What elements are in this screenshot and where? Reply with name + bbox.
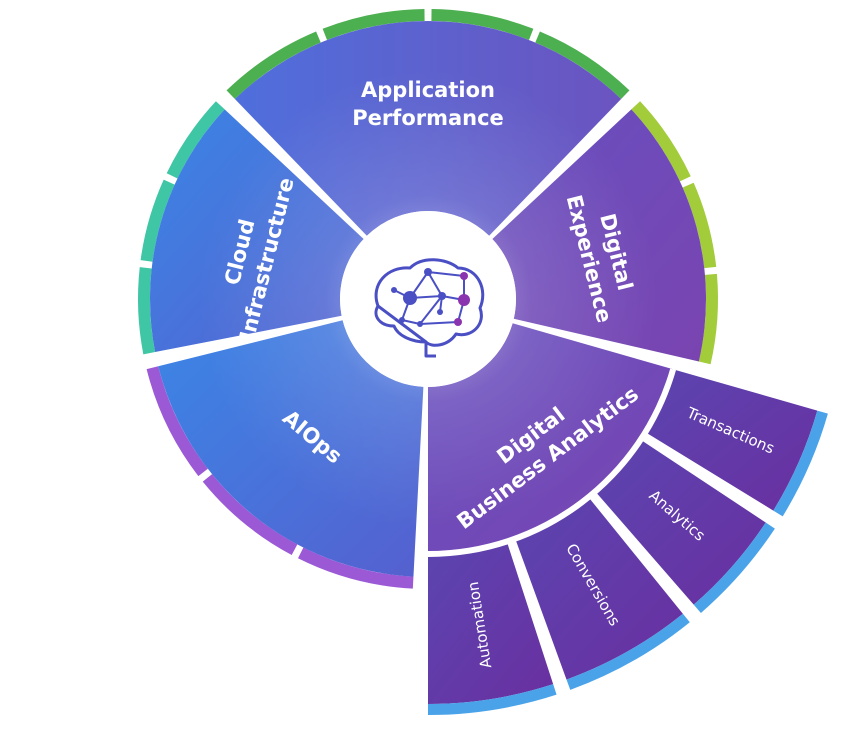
rim-cloud-infrastructure [140,179,175,262]
rim-aiops [146,366,208,477]
rim-application-performance [322,9,425,40]
rim-analytics [693,522,775,613]
sub-sector-conversions[interactable] [515,498,683,680]
rim-cloud-infrastructure [166,101,225,179]
ring-gap [428,368,677,557]
sub-sector-automation[interactable] [428,543,554,704]
rim-application-performance [226,31,321,100]
brain-network-icon [374,258,485,358]
rim-aiops [202,474,298,555]
rim-automation [428,684,557,715]
outer-rims [138,9,719,589]
label-line: Performance [352,106,504,130]
sub-sector-transactions[interactable] [647,369,818,511]
rim-cloud-infrastructure [138,267,156,355]
label-line: Application [361,78,495,102]
sub-sector-analytics[interactable] [596,440,766,605]
rim-application-performance [431,9,534,40]
rim-aiops [297,547,414,589]
rim-transactions [773,410,828,517]
rim-digital-experience [631,101,691,182]
rim-digital-experience [698,273,719,365]
rim-conversions [566,613,690,690]
rim-application-performance [535,31,630,100]
analytics-sub-sectors [428,368,828,715]
rim-digital-experience [682,182,717,269]
center-hub [340,211,516,387]
